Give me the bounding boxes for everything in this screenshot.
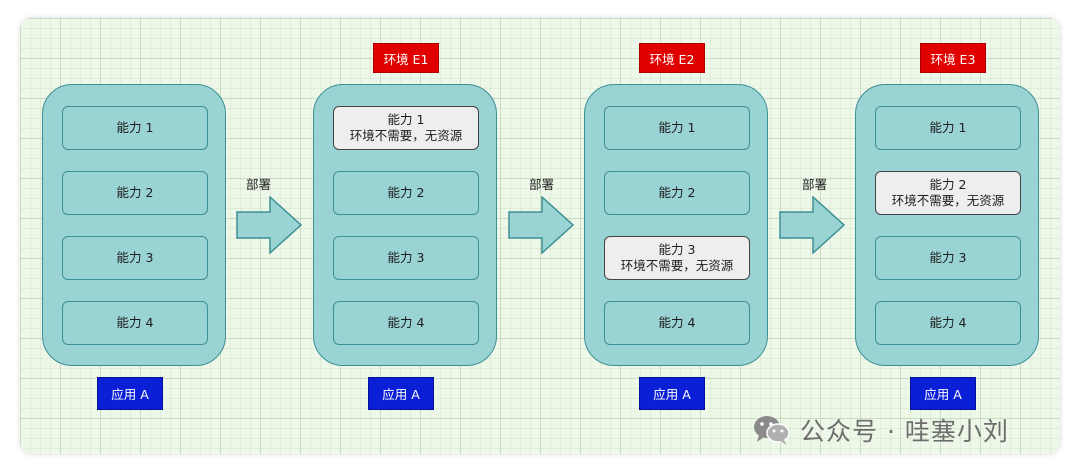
app-label: 应用 A — [639, 377, 705, 410]
capability-label: 能力 1 — [929, 120, 967, 135]
env-label-e1: 环境 E1 — [373, 43, 439, 73]
capability-label: 能力 2 — [658, 185, 696, 200]
capability-box-disabled: 能力 2 环境不需要，无资源 — [875, 171, 1021, 215]
capability-box-disabled: 能力 1 环境不需要，无资源 — [333, 106, 479, 150]
capability-label: 能力 4 — [387, 315, 425, 330]
capability-note: 环境不需要，无资源 — [349, 128, 463, 143]
deploy-label: 部署 — [802, 177, 828, 192]
wechat-icon — [754, 416, 790, 445]
capability-box: 能力 4 — [333, 301, 479, 345]
capability-box: 能力 1 — [875, 106, 1021, 150]
capability-box: 能力 2 — [604, 171, 750, 215]
capability-label: 能力 3 — [658, 242, 696, 257]
capability-box: 能力 3 — [333, 236, 479, 280]
capability-box: 能力 2 — [333, 171, 479, 215]
capability-box: 能力 4 — [604, 301, 750, 345]
capability-label: 能力 1 — [387, 112, 425, 127]
capability-box: 能力 2 — [62, 171, 208, 215]
capability-box: 能力 4 — [875, 301, 1021, 345]
capability-box: 能力 1 — [604, 106, 750, 150]
app-container-source: 能力 1 能力 2 能力 3 能力 4 — [42, 84, 226, 366]
app-container-e1: 能力 1 环境不需要，无资源 能力 2 能力 3 能力 4 — [313, 84, 497, 366]
capability-label: 能力 1 — [116, 120, 154, 135]
deploy-arrow-icon — [508, 196, 574, 254]
deploy-arrow-icon — [779, 196, 845, 254]
capability-box-disabled: 能力 3 环境不需要，无资源 — [604, 236, 750, 280]
capability-box: 能力 4 — [62, 301, 208, 345]
capability-label: 能力 3 — [116, 250, 154, 265]
app-label: 应用 A — [368, 377, 434, 410]
capability-label: 能力 2 — [929, 177, 967, 192]
capability-label: 能力 4 — [929, 315, 967, 330]
deploy-label: 部署 — [246, 177, 272, 192]
capability-label: 能力 2 — [387, 185, 425, 200]
env-label-e2: 环境 E2 — [639, 43, 705, 73]
app-label: 应用 A — [97, 377, 163, 410]
capability-box: 能力 3 — [62, 236, 208, 280]
capability-box: 能力 3 — [875, 236, 1021, 280]
capability-note: 环境不需要，无资源 — [620, 258, 734, 273]
capability-box: 能力 1 — [62, 106, 208, 150]
watermark-text: 公众号 · 哇塞小刘 — [800, 417, 1009, 446]
capability-label: 能力 4 — [116, 315, 154, 330]
app-label: 应用 A — [910, 377, 976, 410]
app-container-e2: 能力 1 能力 2 能力 3 环境不需要，无资源 能力 4 — [584, 84, 768, 366]
watermark: 公众号 · 哇塞小刘 — [752, 410, 1009, 450]
capability-label: 能力 4 — [658, 315, 696, 330]
capability-label: 能力 3 — [387, 250, 425, 265]
capability-label: 能力 1 — [658, 120, 696, 135]
app-container-e3: 能力 1 能力 2 环境不需要，无资源 能力 3 能力 4 — [855, 84, 1039, 366]
deploy-label: 部署 — [529, 177, 555, 192]
env-label-e3: 环境 E3 — [920, 43, 986, 73]
capability-note: 环境不需要，无资源 — [891, 193, 1005, 208]
capability-label: 能力 2 — [116, 185, 154, 200]
capability-label: 能力 3 — [929, 250, 967, 265]
deploy-arrow-icon — [236, 196, 302, 254]
